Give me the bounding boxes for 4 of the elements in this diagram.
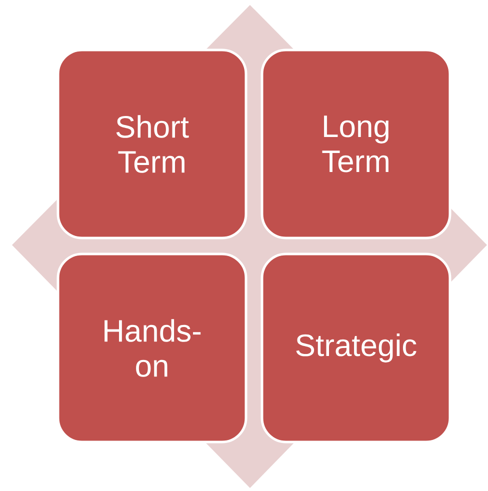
term-box: Short Term [56,48,248,240]
term-box: Strategic [260,252,452,444]
term-box: Long Term [260,48,452,240]
term-box: Hands-on [56,252,248,444]
